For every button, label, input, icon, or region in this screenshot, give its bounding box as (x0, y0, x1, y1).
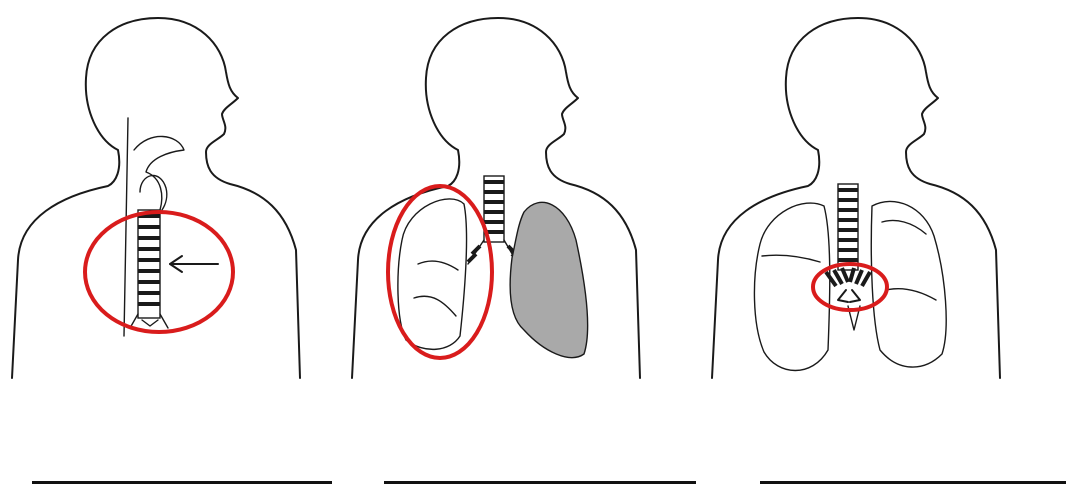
trachea-rings-1 (130, 210, 168, 328)
answer-line-3[interactable] (760, 481, 1066, 484)
arrow-icon (170, 256, 218, 272)
trachea-rings-3 (838, 184, 858, 270)
answer-line-1[interactable] (32, 481, 332, 484)
left-lung-outline (398, 199, 467, 349)
neck-line (124, 118, 128, 336)
shaded-lung (510, 202, 588, 357)
panel-1-trachea (12, 18, 300, 378)
answer-line-2[interactable] (384, 481, 696, 484)
right-lung-outline-3 (871, 201, 946, 367)
trachea-rings-2 (468, 176, 520, 264)
bronchi-branches (826, 268, 870, 330)
throat-outline (134, 136, 184, 210)
highlight-circle-3 (813, 264, 887, 310)
left-lung-outline-3 (754, 203, 829, 370)
body-outline-1 (12, 18, 300, 378)
highlight-circle-2 (388, 186, 492, 358)
panel-3-bronchi (712, 18, 1000, 378)
larynx-outline (140, 176, 167, 210)
panel-2-lung (352, 18, 640, 378)
